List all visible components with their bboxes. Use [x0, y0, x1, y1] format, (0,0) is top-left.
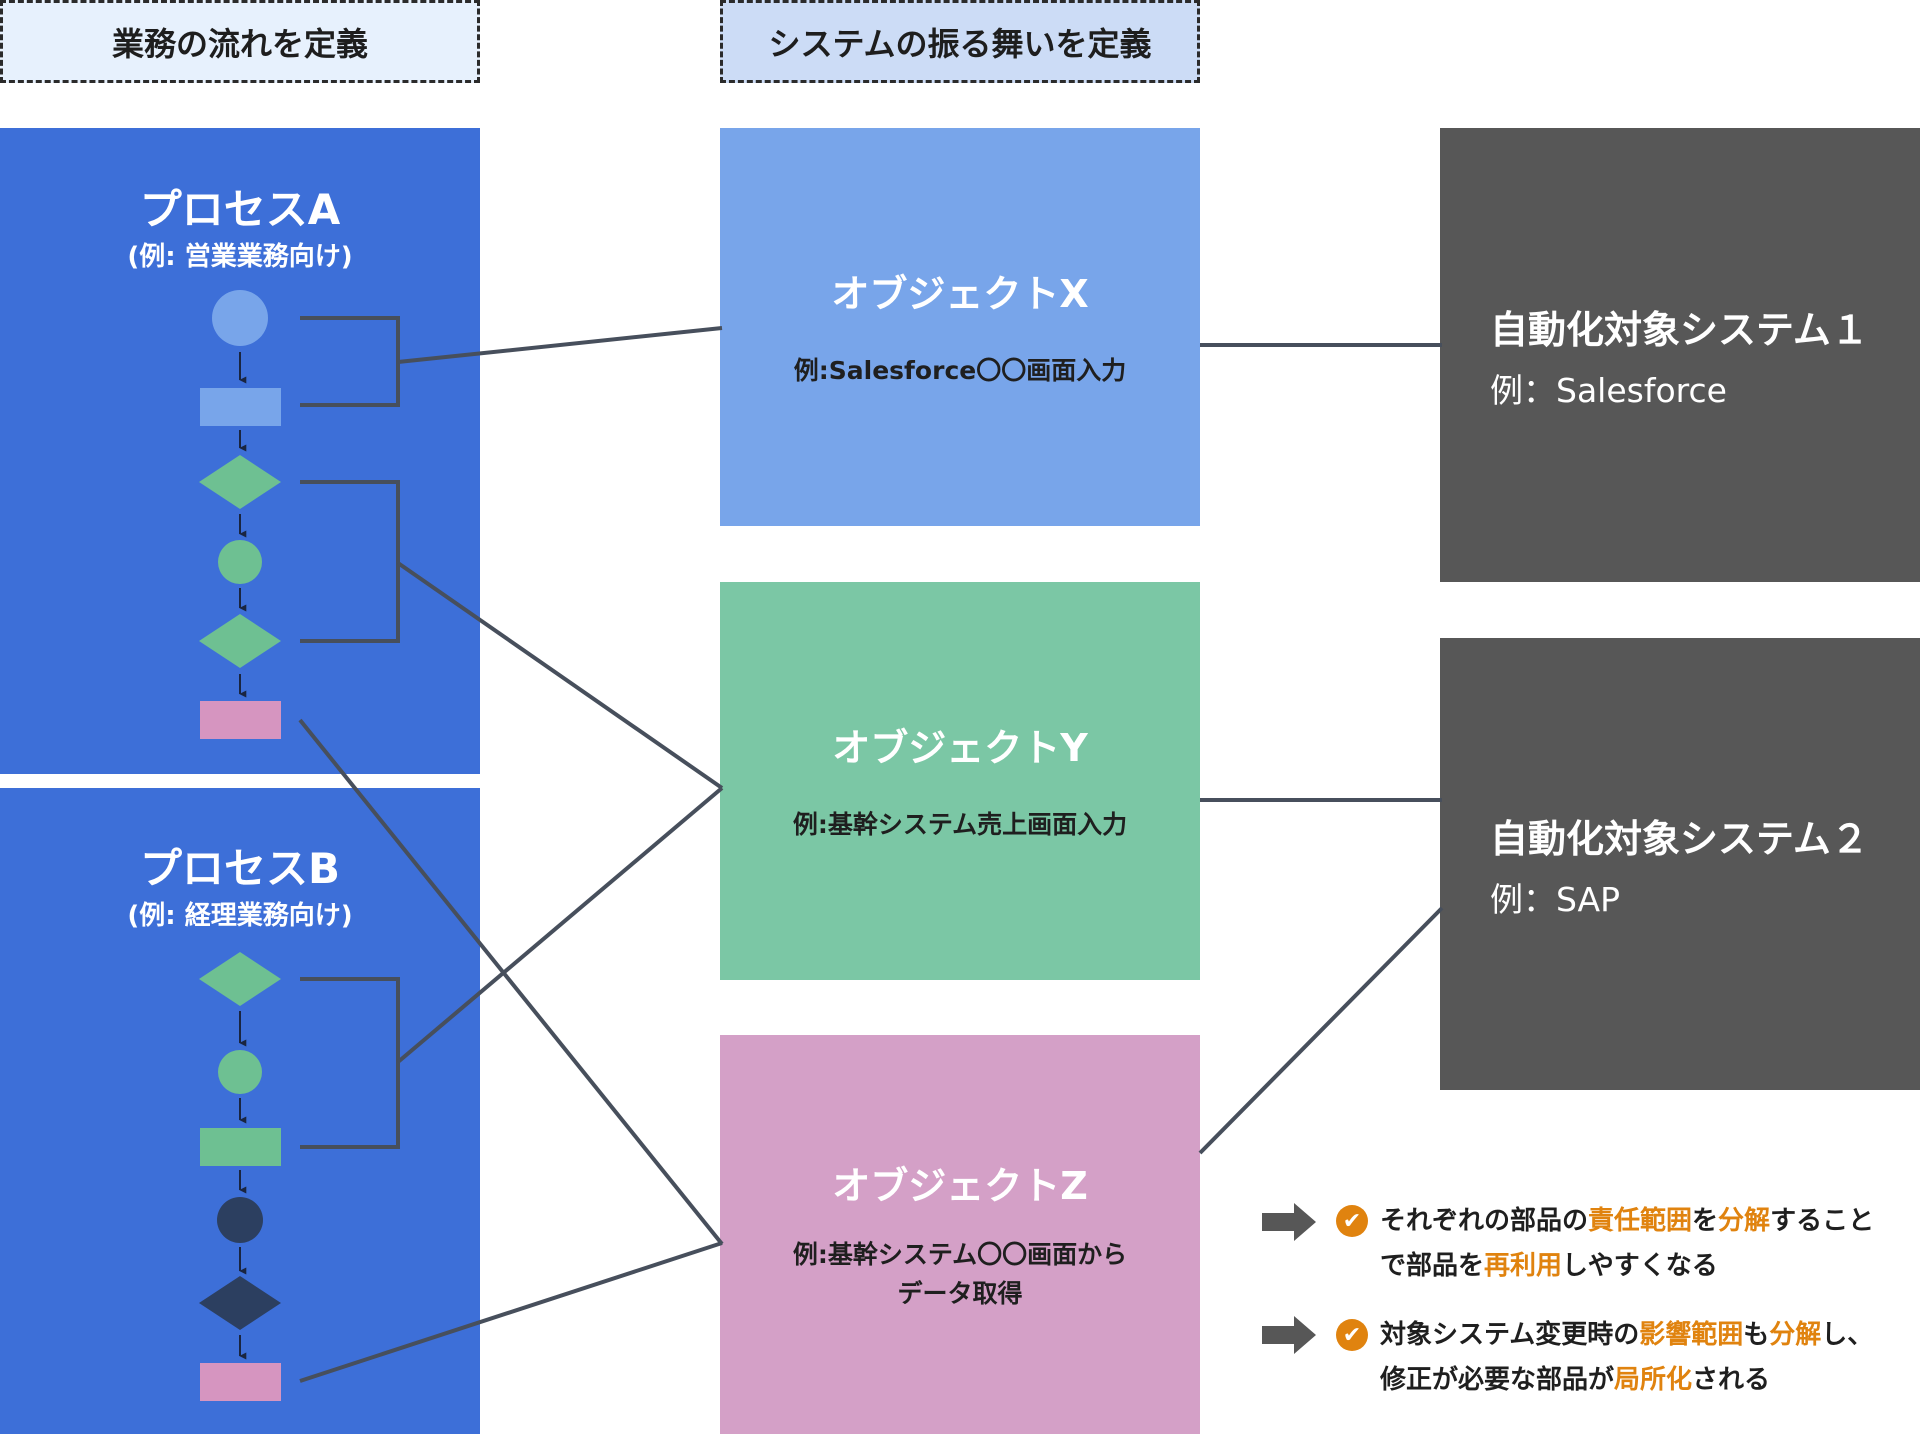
system-2-desc: 例：SAP: [1490, 879, 1621, 919]
connector-a-upper-to-object-x: [397, 326, 723, 364]
process-a-title: プロセスA: [139, 185, 341, 234]
header-business-flow: 業務の流れを定義: [0, 0, 480, 83]
system-1-title: 自動化対象システム１: [1490, 307, 1869, 352]
note-2-part-5: される: [1692, 1365, 1771, 1395]
header-system-behavior: システムの振る舞いを定義: [720, 0, 1200, 83]
header-business-flow-label: 業務の流れを定義: [111, 24, 368, 63]
note-2-highlight-2: 分解: [1769, 1320, 1822, 1350]
note-1-part-2: を: [1692, 1206, 1719, 1236]
note-1-highlight-3: 再利用: [1484, 1251, 1563, 1281]
process-b-title: プロセスB: [139, 844, 340, 893]
note-2-check-icon: ✔: [1336, 1319, 1368, 1351]
object-x-desc: 例:Salesforce〇〇画面入力: [793, 356, 1127, 386]
connector-a-lower-to-object-y: [396, 561, 724, 790]
note-1-check-icon: ✔: [1336, 1205, 1368, 1237]
connector-object-z-to-system-2: [1198, 906, 1444, 1155]
note-1-part-3: すること: [1770, 1206, 1875, 1236]
process-a-subtitle: (例: 営業業務向け): [127, 242, 353, 272]
flow-a-rect-1: [200, 388, 281, 426]
connector-b-to-object-y: [396, 786, 724, 1064]
flow-b-diamond-dark: [199, 1276, 281, 1330]
object-z-desc-line1: 例:基幹システム〇〇画面から: [792, 1240, 1128, 1270]
note-2-text: 対象システム変更時の影響範囲も分解し、 修正が必要な部品が局所化される: [1380, 1313, 1920, 1403]
system-1-box: 自動化対象システム１ 例：Salesforce: [1440, 128, 1920, 582]
note-1-highlight-1: 責任範囲: [1588, 1206, 1693, 1236]
note-2-part-3: し、: [1821, 1320, 1874, 1350]
object-x-title: オブジェクトX: [831, 272, 1089, 317]
header-system-behavior-label: システムの振る舞いを定義: [768, 24, 1152, 63]
bracket-a-lower: [300, 480, 400, 643]
note-2-highlight-1: 影響範囲: [1639, 1320, 1744, 1350]
note-1-part-4: で部品を: [1380, 1251, 1485, 1281]
note-2-highlight-3: 局所化: [1614, 1365, 1693, 1395]
connector-a-end-to-object-z: [298, 718, 724, 1246]
object-y-desc: 例:基幹システム売上画面入力: [792, 810, 1128, 840]
object-x-box: オブジェクトX 例:Salesforce〇〇画面入力: [720, 128, 1200, 526]
connector-b-end-to-object-z: [299, 1241, 723, 1383]
object-z-box: オブジェクトZ 例:基幹システム〇〇画面から データ取得: [720, 1035, 1200, 1434]
system-1-desc: 例：Salesforce: [1490, 370, 1727, 410]
note-2-part-2: も: [1743, 1320, 1770, 1350]
bracket-b: [300, 977, 400, 1149]
object-z-title: オブジェクトZ: [832, 1164, 1088, 1209]
flow-b-circle-dark: [217, 1197, 263, 1243]
flow-a-rect-end: [200, 701, 281, 739]
system-2-title: 自動化対象システム２: [1490, 816, 1869, 861]
note-1-highlight-2: 分解: [1718, 1206, 1771, 1236]
note-1-part-5: しやすくなる: [1562, 1251, 1718, 1281]
flow-a-diamond-1: [199, 455, 281, 509]
note-2-part-4: 修正が必要な部品が: [1380, 1365, 1615, 1395]
object-z-desc: 例:基幹システム〇〇画面から データ取得: [750, 1236, 1170, 1314]
object-y-box: オブジェクトY 例:基幹システム売上画面入力: [720, 582, 1200, 980]
flow-b-rect-1: [200, 1128, 281, 1166]
bracket-a-upper: [300, 316, 400, 407]
flow-b-rect-end: [200, 1363, 281, 1401]
system-2-box: 自動化対象システム２ 例：SAP: [1440, 638, 1920, 1090]
flow-a-circle-2: [218, 540, 262, 584]
note-1-arrow-icon: [1262, 1203, 1316, 1241]
note-2-arrow-icon: [1262, 1316, 1316, 1354]
flow-b-circle-1: [218, 1050, 262, 1094]
flow-a-diamond-2: [199, 614, 281, 668]
flow-b-diamond-1: [199, 952, 281, 1006]
object-y-title: オブジェクトY: [832, 726, 1088, 771]
note-2-part-1: 対象システム変更時の: [1380, 1320, 1640, 1350]
flow-a-start-circle: [212, 290, 268, 346]
note-1-text: それぞれの部品の責任範囲を分解すること で部品を再利用しやすくなる: [1380, 1199, 1920, 1289]
note-1-part-1: それぞれの部品の: [1380, 1206, 1589, 1236]
process-b-subtitle: (例: 経理業務向け): [127, 901, 353, 931]
object-z-desc-line2: データ取得: [897, 1279, 1023, 1308]
